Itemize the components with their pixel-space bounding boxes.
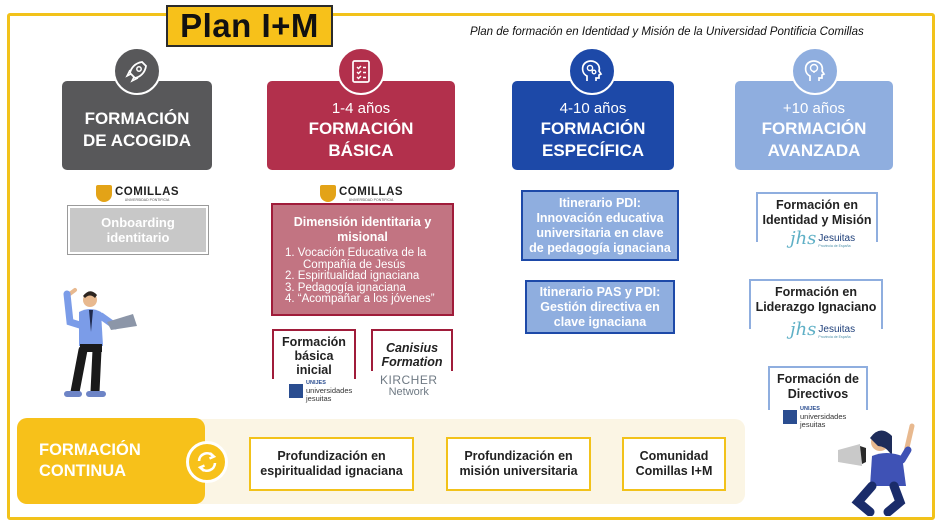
head-gears-icon bbox=[568, 47, 616, 95]
rocket-icon bbox=[113, 47, 161, 95]
itinerario-pdi-box: Itinerario PDI: Innovación educativa uni… bbox=[521, 190, 679, 261]
stage-avanzada-header: +10 años FORMACIÓN AVANZADA bbox=[735, 81, 893, 170]
list-item: Compañía de Jesús bbox=[303, 258, 406, 271]
mision-universitaria-box: Profundización en misión universitaria bbox=[446, 437, 591, 491]
list-item: 2. Espiritualidad ignaciana bbox=[285, 270, 420, 282]
stage-basica-header: 1-4 años FORMACIÓN BÁSICA bbox=[267, 81, 455, 170]
diagram-frame bbox=[7, 13, 935, 520]
espiritualidad-box: Profundización en espiritualidad ignacia… bbox=[249, 437, 414, 491]
dimension-title: Dimensión identitaria y misional bbox=[293, 215, 432, 244]
stage-avanzada-years: +10 años bbox=[782, 100, 846, 117]
refresh-arrows-icon bbox=[186, 441, 228, 483]
page-title: Plan I+M bbox=[166, 5, 333, 47]
onboarding-box: Onboarding identitario bbox=[67, 205, 209, 255]
stage-avanzada-line1: FORMACIÓN bbox=[761, 119, 867, 138]
unijes-logo: UNIJES universidades jesuitas bbox=[289, 379, 352, 403]
stage-basica-line1: FORMACIÓN bbox=[308, 119, 414, 138]
stage-avanzada-line2: AVANZADA bbox=[767, 141, 861, 160]
comillas-logo: COMILLAS UNIVERSIDAD PONTIFICIA bbox=[320, 185, 403, 202]
comillas-crest-icon bbox=[320, 185, 336, 202]
lightbulb-head-icon bbox=[791, 47, 839, 95]
stage-especifica-line1: FORMACIÓN bbox=[540, 119, 646, 138]
stage-acogida-header: FORMACIÓN DE ACOGIDA bbox=[62, 81, 212, 170]
list-item: 4. “Acompañar a los jóvenes” bbox=[285, 293, 435, 305]
stage-acogida-line1: FORMACIÓN bbox=[84, 108, 190, 128]
itinerario-pas-box: Itinerario PAS y PDI: Gestión directiva … bbox=[525, 280, 675, 334]
formacion-inicial-box: Formación básica inicial bbox=[272, 329, 356, 379]
kircher-logo: KIRCHER Network bbox=[380, 373, 438, 398]
continua-title: FORMACIÓN CONTINUA bbox=[17, 418, 205, 504]
list-item: 1. Vocación Educativa de la bbox=[285, 247, 427, 259]
page-subtitle: Plan de formación en Identidad y Misión … bbox=[470, 26, 864, 38]
dimension-list: 1. Vocación Educativa de la Compañía de … bbox=[273, 247, 452, 306]
stage-basica-years: 1-4 años bbox=[331, 100, 391, 117]
unijes-mark-icon bbox=[289, 384, 303, 398]
identidad-mision-box: Formación en Identidad y Misión bbox=[756, 192, 878, 242]
stage-especifica-header: 4-10 años FORMACIÓN ESPECÍFICA bbox=[512, 81, 674, 170]
canisius-box: Canisius Formation bbox=[371, 329, 453, 371]
list-item: 3. Pedagogía ignaciana bbox=[285, 281, 406, 294]
comunidad-box: Comunidad Comillas I+M bbox=[622, 437, 726, 491]
checklist-icon bbox=[337, 47, 385, 95]
man-with-laptop-illustration bbox=[63, 288, 137, 397]
stage-acogida-line2: DE ACOGIDA bbox=[83, 130, 191, 150]
comillas-logo: COMILLAS UNIVERSIDAD PONTIFICIA bbox=[96, 185, 179, 202]
unijes-logo: UNIJES universidades jesuitas bbox=[783, 405, 846, 429]
comillas-crest-icon bbox=[96, 185, 112, 202]
directivos-box: Formación de Directivos bbox=[768, 366, 868, 410]
liderazgo-box: Formación en Liderazgo Ignaciano bbox=[749, 279, 883, 329]
woman-with-megaphone-illustration bbox=[838, 423, 915, 516]
stage-basica-line2: BÁSICA bbox=[328, 141, 394, 160]
unijes-mark-icon bbox=[783, 410, 797, 424]
stage-especifica-years: 4-10 años bbox=[559, 100, 627, 117]
dimension-box: Dimensión identitaria y misional 1. Voca… bbox=[271, 203, 454, 316]
stage-especifica-line2: ESPECÍFICA bbox=[541, 141, 645, 160]
